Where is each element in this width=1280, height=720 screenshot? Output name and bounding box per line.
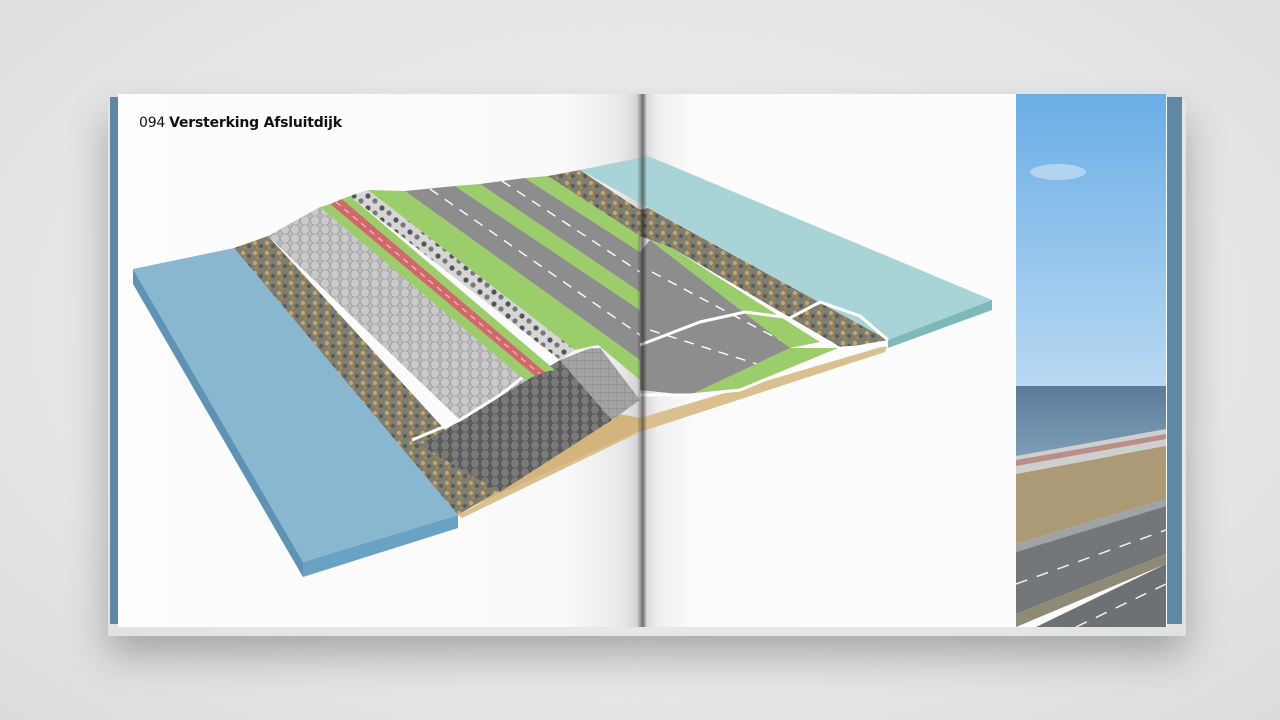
road-lane-line-2: [501, 180, 641, 273]
rock-revetment-top: [548, 170, 640, 236]
grass-right-page: [650, 240, 820, 348]
road-median: [455, 184, 640, 310]
dotted-pavement: [350, 190, 575, 360]
road-left-carriageway: [405, 186, 640, 360]
photo-cloud: [1030, 164, 1086, 180]
sea-left-top: [133, 248, 458, 562]
page-title: Versterking Afsluitdijk: [169, 115, 342, 131]
rock-revetment-right: [640, 208, 888, 348]
photo-sky: [1016, 94, 1166, 388]
cut-line-right: [639, 300, 889, 347]
photo-road-line-2: [1075, 583, 1166, 627]
photo-road-lower: [1036, 564, 1166, 627]
sea-left-front: [303, 515, 458, 577]
photo-barrier: [1016, 499, 1166, 552]
road-lane-line-3: [649, 329, 761, 366]
book-gutter: [637, 94, 647, 627]
page-number: 094: [139, 115, 166, 131]
road-right-carriageway: [480, 178, 640, 292]
dark-block-berm: [420, 360, 612, 492]
bike-path-line: [335, 201, 541, 375]
grass-strip-3: [525, 176, 640, 252]
road-lane-line-4: [651, 271, 781, 341]
road-right-lower: [640, 300, 790, 395]
grass-strip-2: [342, 196, 555, 372]
grass-right-lower: [690, 348, 842, 395]
photo-road: [1016, 506, 1166, 614]
photo-road-line: [1016, 529, 1166, 585]
sea-right-front: [888, 300, 992, 348]
sea-right-top: [580, 156, 992, 340]
photo-median: [1016, 554, 1166, 627]
dike-sand-base: [458, 345, 888, 518]
photo-grass-slope: [1016, 446, 1166, 544]
road-lane-line-1: [429, 188, 641, 336]
grid-block: [560, 345, 640, 420]
grass-strip-1: [320, 204, 535, 380]
sea-left-side: [133, 269, 303, 577]
grass-crest: [368, 190, 640, 380]
cut-line-bottom: [640, 343, 889, 397]
photo-bike-path: [1016, 434, 1166, 466]
afsluitdijk-photo: [1016, 94, 1166, 627]
